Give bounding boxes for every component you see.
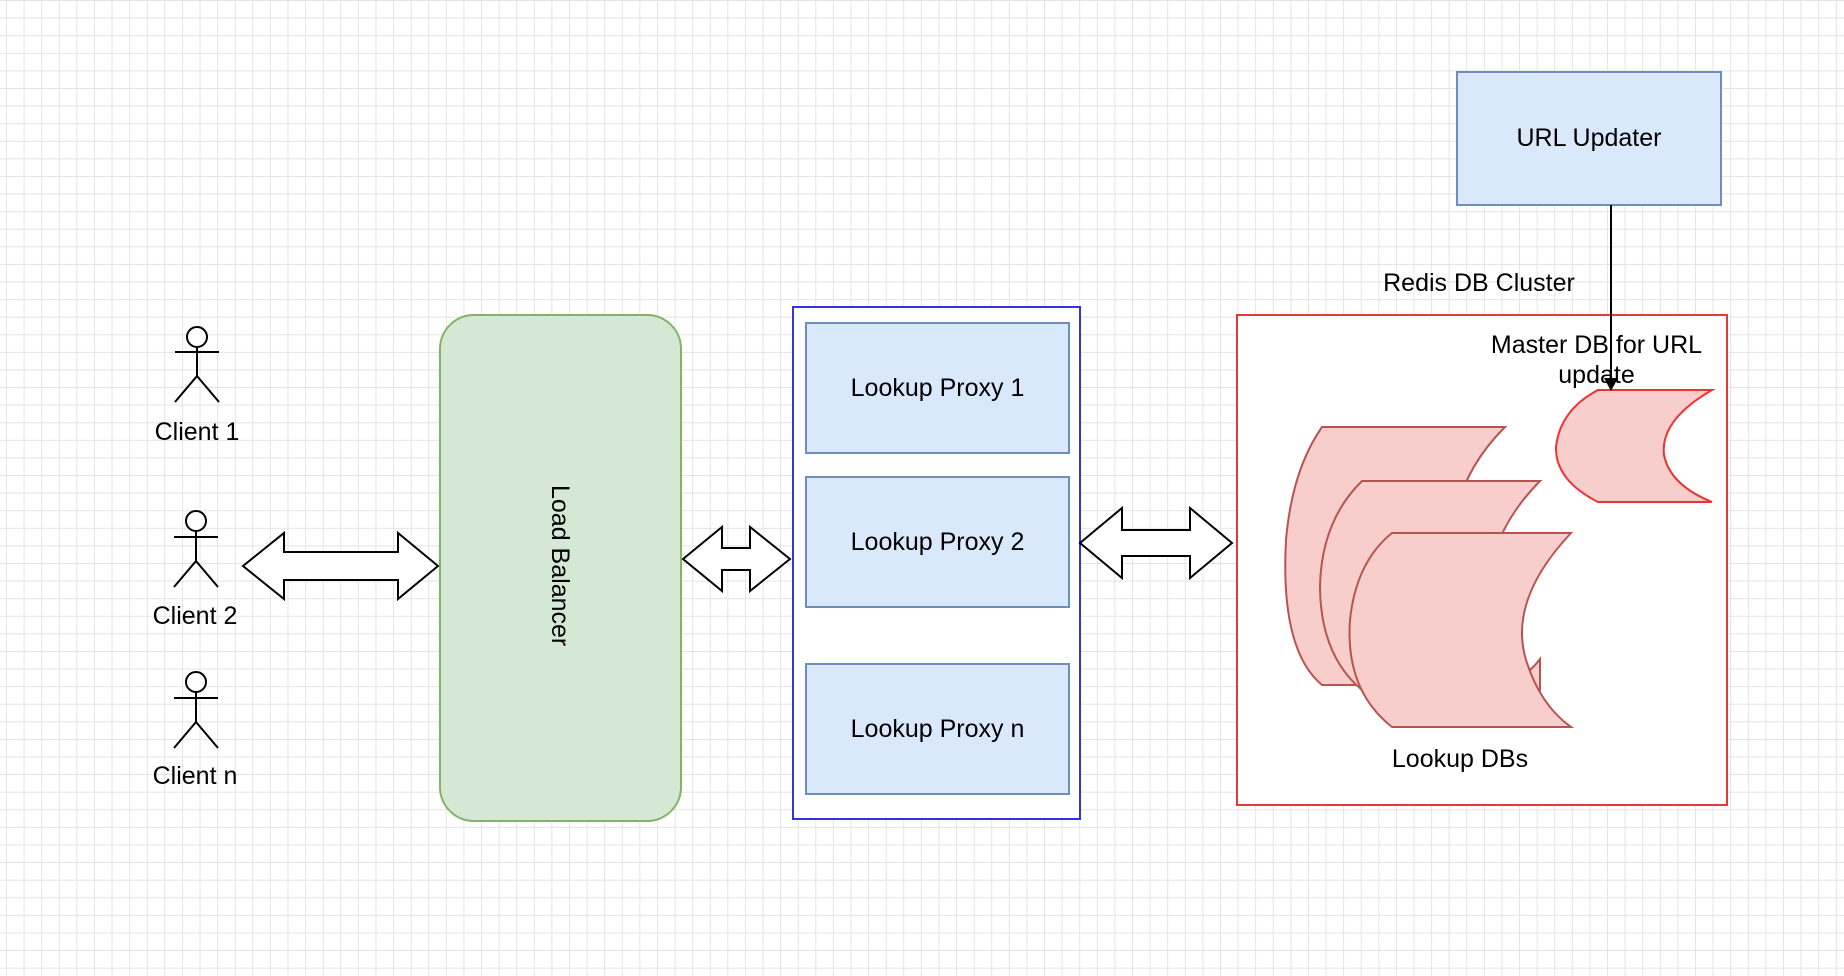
lookup-proxy-2-box[interactable]: Lookup Proxy 2 bbox=[805, 476, 1070, 608]
lookup-dbs-label: Lookup DBs bbox=[1391, 745, 1529, 773]
lookup-db-shape-3 bbox=[1348, 532, 1575, 728]
lookup-db-stack[interactable] bbox=[1284, 426, 1575, 728]
load-balancer-box[interactable] bbox=[439, 314, 682, 822]
url-updater-arrow[interactable] bbox=[1604, 205, 1618, 391]
lookup-proxy-1-box[interactable]: Lookup Proxy 1 bbox=[805, 322, 1070, 454]
client-n-actor-icon[interactable] bbox=[173, 671, 219, 749]
url-updater-box[interactable] bbox=[1456, 71, 1722, 206]
lookup-proxy-2-label: Lookup Proxy 2 bbox=[850, 527, 1025, 556]
lb-proxy-double-arrow[interactable] bbox=[681, 524, 792, 594]
master-db-label: Master DB for URL update bbox=[1490, 331, 1703, 389]
client-n-label: Client n bbox=[152, 762, 238, 790]
url-updater-label: URL Updater bbox=[1516, 124, 1662, 152]
client-2-actor-icon[interactable] bbox=[173, 510, 219, 588]
lookup-proxy-n-label: Lookup Proxy n bbox=[850, 714, 1025, 743]
clients-lb-double-arrow[interactable] bbox=[241, 530, 440, 602]
redis-cluster-title: Redis DB Cluster bbox=[1383, 269, 1575, 297]
load-balancer-label: Load Balancer bbox=[546, 485, 574, 647]
lookup-proxy-1-label: Lookup Proxy 1 bbox=[850, 373, 1025, 402]
client-1-actor-icon[interactable] bbox=[174, 326, 220, 403]
client-1-label: Client 1 bbox=[154, 418, 240, 446]
master-db-shape[interactable] bbox=[1554, 389, 1716, 503]
proxy-redis-double-arrow[interactable] bbox=[1078, 505, 1234, 581]
lookup-proxy-n-box[interactable]: Lookup Proxy n bbox=[805, 663, 1070, 795]
client-2-label: Client 2 bbox=[152, 602, 238, 630]
